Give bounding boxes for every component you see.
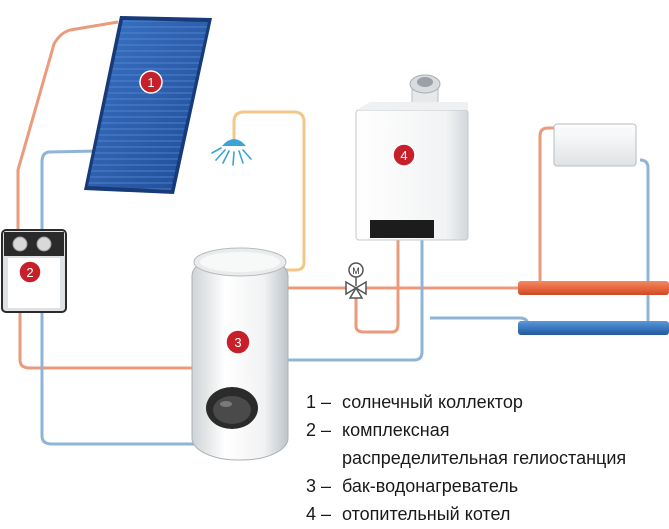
legend-number: 1 – [306, 392, 332, 412]
radiator [553, 123, 637, 167]
station-gauge-left [12, 236, 28, 252]
station-marker-label: 2 [26, 265, 33, 280]
legend-number: 4 – [306, 504, 332, 524]
shower-pipes [232, 110, 306, 272]
legend-number: 3 – [306, 476, 332, 496]
heating-supply-main [518, 281, 669, 295]
station-gauge-right [36, 236, 52, 252]
water-heater-tank: 3 [191, 247, 289, 461]
valve-motor-label: M [352, 266, 360, 276]
solar-station: 2 [1, 229, 67, 313]
shower-head [211, 139, 252, 166]
shower-supply-pipe [232, 110, 306, 272]
station-marker [18, 260, 42, 284]
valve-loop-pipe [354, 240, 400, 334]
boiler-marker [392, 143, 416, 167]
tank-marker [225, 329, 251, 355]
mixing-valve: M [345, 262, 367, 299]
heating-return-link [430, 316, 530, 327]
collector-cold-pipe [40, 148, 145, 232]
tank-marker-label: 3 [234, 335, 241, 350]
heating-boiler: 4 [355, 74, 469, 241]
boiler-return-pipe [286, 240, 424, 362]
radiator-hot-pipe [538, 126, 560, 288]
legend-text: солнечный коллектор [342, 392, 523, 412]
station-to-tank-cold-pipe [40, 310, 196, 446]
solar-collector: 1 [84, 16, 212, 194]
legend-item-2: 2 – комплексная [306, 416, 668, 444]
legend-number: 2 – [306, 420, 332, 440]
collector-hot-pipe [16, 20, 119, 232]
legend-item-2-continuation: распределительная гелиостанция [342, 448, 627, 468]
legend: 1 – солнечный коллектор 2 – комплексная … [306, 388, 668, 528]
legend-item-3: 3 – бак-водонагреватель [306, 472, 668, 500]
boiler-marker-label: 4 [400, 148, 407, 163]
hot-pipes [16, 20, 560, 370]
station-to-tank-hot-pipe [18, 310, 194, 370]
valve-motor-icon [348, 262, 364, 278]
legend-text: отопительный котел [342, 504, 511, 524]
legend-text: бак-водонагреватель [342, 476, 519, 496]
legend-text: комплексная [342, 420, 450, 440]
collector-marker [139, 70, 163, 94]
heating-return-main [518, 321, 669, 335]
legend-item-4: 4 – отопительный котел [306, 500, 668, 528]
radiator-cold-pipe [639, 158, 650, 328]
legend-item-1: 1 – солнечный коллектор [306, 388, 668, 416]
collector-marker-label: 1 [147, 75, 154, 90]
boiler-control-panel [370, 220, 434, 238]
